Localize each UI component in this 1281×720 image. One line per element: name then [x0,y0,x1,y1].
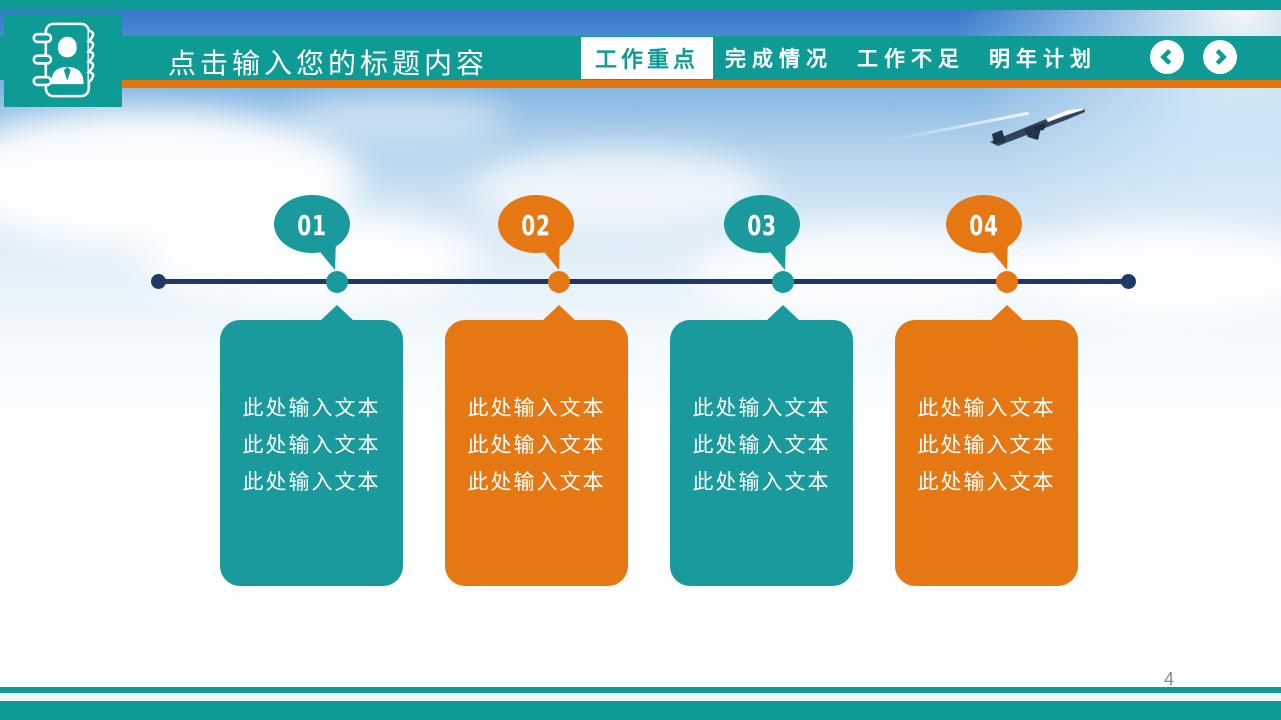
placeholder-text: 此处输入文本 [917,471,1056,494]
placeholder-text: 此处输入文本 [467,471,606,494]
speech-bubble-shape [498,195,574,270]
placeholder-text: 此处输入文本 [242,434,381,457]
next-button[interactable] [1203,40,1237,74]
placeholder-text: 此处输入文本 [467,434,606,457]
card-text: 此处输入文本 此处输入文本 此处输入文本 [220,390,403,501]
step-bubble: 04 [945,194,1031,274]
card-notch [542,305,576,321]
speech-bubble-shape [724,195,800,270]
nav-item[interactable]: 明年计划 [989,48,1098,71]
placeholder-text: 此处输入文本 [692,471,831,494]
timeline-line [158,279,1128,284]
orange-accent-bar [120,80,1281,88]
timeline-dot [326,271,348,293]
card-text: 此处输入文本 此处输入文本 此处输入文本 [670,390,853,501]
placeholder-text: 此处输入文本 [917,397,1056,420]
logo-block [4,13,122,107]
footer-gap [0,693,1281,701]
placeholder-text: 此处输入文本 [242,397,381,420]
step-bubble: 02 [497,194,583,274]
step-number: 04 [969,209,999,242]
speech-bubble-shape [946,195,1022,270]
placeholder-text: 此处输入文本 [692,397,831,420]
card-notch [766,305,800,321]
card-text: 此处输入文本 此处输入文本 此处输入文本 [895,390,1078,501]
step-number: 01 [297,209,327,242]
placeholder-text: 此处输入文本 [242,471,381,494]
nav-item-active[interactable]: 工作重点 [581,37,714,79]
cloud-shape [1010,225,1281,320]
card-text: 此处输入文本 此处输入文本 此处输入文本 [445,390,628,501]
step-number: 03 [747,209,777,242]
card-notch [990,305,1024,321]
step-card: 此处输入文本 此处输入文本 此处输入文本 [445,305,628,586]
step-bubble: 01 [273,194,359,274]
timeline-dot [996,271,1018,293]
nav-menu: 工作重点 完成情况 工作不足 明年计划 [581,36,1097,80]
step-card: 此处输入文本 此处输入文本 此处输入文本 [670,305,853,586]
placeholder-text: 此处输入文本 [917,434,1056,457]
cloud-shape [290,95,510,140]
chevron-right-icon [1215,49,1227,65]
page-number: 4 [1164,669,1175,689]
top-accent-bar [0,0,1281,10]
nav-item[interactable]: 工作不足 [857,48,966,71]
chevron-left-icon [1160,49,1172,65]
timeline-dot [548,271,570,293]
step-card: 此处输入文本 此处输入文本 此处输入文本 [895,305,1078,586]
card-notch [320,305,354,321]
footer-line [0,687,1281,693]
airplane-icon [988,104,1092,155]
timeline-endpoint-dot [1121,274,1136,289]
step-bubble: 03 [723,194,809,274]
speech-bubble-shape [274,195,350,270]
timeline-dot [772,271,794,293]
placeholder-text: 此处输入文本 [692,434,831,457]
slide-title: 点击输入您的标题内容 [168,49,489,80]
placeholder-text: 此处输入文本 [467,397,606,420]
prev-button[interactable] [1150,40,1184,74]
footer-bar [0,701,1281,720]
contact-book-icon [32,22,95,98]
step-number: 02 [521,209,551,242]
timeline-endpoint-dot [151,274,166,289]
nav-item[interactable]: 完成情况 [725,48,834,71]
step-card: 此处输入文本 此处输入文本 此处输入文本 [220,305,403,586]
